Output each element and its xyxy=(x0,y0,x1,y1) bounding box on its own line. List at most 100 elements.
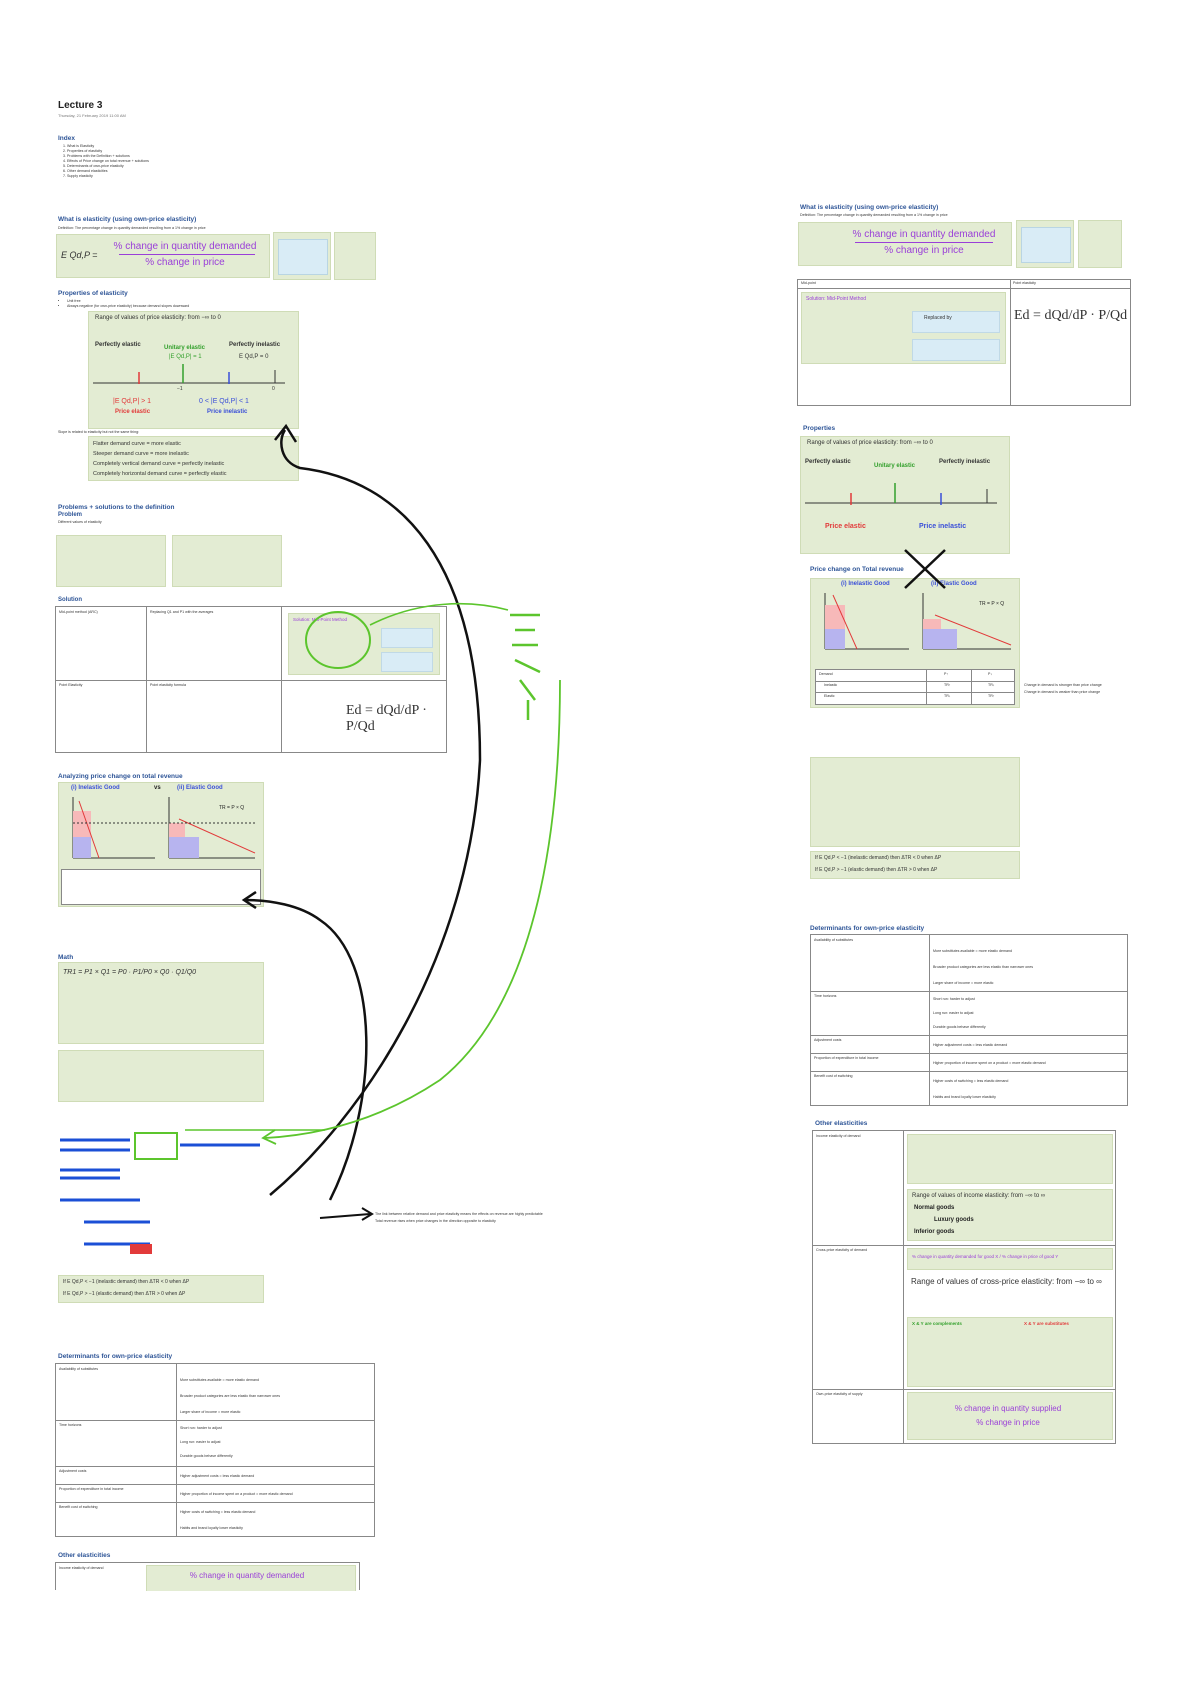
cross-formula: % change in quantity demanded for good X… xyxy=(912,1254,1059,1259)
rev-row-p: TR↑ xyxy=(944,683,951,687)
right-range-title: Range of values of price elasticity: fro… xyxy=(807,440,933,446)
problems-heading: Problems + solutions to the definition xyxy=(58,504,175,511)
right-det-note: Larger share of income = more elastic xyxy=(933,981,994,985)
right-det-note: Short run: harder to adjust xyxy=(933,997,975,1001)
right-det-factor: Proportion of expenditure in total incom… xyxy=(814,1056,879,1060)
luxury-goods: Luxury goods xyxy=(934,1217,974,1223)
rev-row-label: Inelastic xyxy=(824,683,838,687)
det-factor: Benefit cost of switching xyxy=(59,1505,98,1509)
cross-elasticity-label: Cross-price elasticity of demand xyxy=(816,1248,868,1252)
right-replaced-q xyxy=(912,311,1000,333)
right-sign-elastic: If E Qd,P > −1 (elastic demand) then ΔTR… xyxy=(815,867,938,873)
supply-elasticity-label: Own-price elasticity of supply xyxy=(816,1392,863,1396)
right-revenue-diagram: (i) Inelastic Good (ii) Elastic Good TR … xyxy=(810,578,1020,708)
fraction-inner xyxy=(278,239,328,275)
problem-desc: Different values of elasticity xyxy=(58,520,102,524)
right-sign-inelastic: If E Qd,P < −1 (inelastic demand) then Δ… xyxy=(815,855,942,861)
index-list: What is Elasticity Properties of elastic… xyxy=(58,144,258,179)
range-title: Range of values of price elasticity: fro… xyxy=(95,315,221,321)
solution-row1-desc: Replacing Q1 and P1 with the averages xyxy=(150,610,214,614)
formula-numerator: % change in quantity demanded xyxy=(113,241,257,252)
midpoint-title: Solution: Mid-Point Method xyxy=(293,617,348,622)
income-range-box: Range of values of income elasticity: fr… xyxy=(907,1189,1113,1241)
analyze-heading: Analyzing price change on total revenue xyxy=(58,773,183,780)
index-item[interactable]: Effects of Price change on total revenue… xyxy=(67,159,258,164)
right-what-definition: Definition: The percentage change in qua… xyxy=(800,213,948,217)
right-fraction-box xyxy=(1016,220,1074,268)
right-properties-heading: Properties xyxy=(803,425,836,432)
formula-derivative-box xyxy=(334,232,376,280)
property-item: Always negative (for own-price elasticit… xyxy=(67,304,358,309)
det-note: Durable goods behave differently xyxy=(180,1454,233,1458)
label-unitary-elastic: Unitary elastic xyxy=(164,345,206,351)
index-item[interactable]: Supply elasticity xyxy=(67,174,258,179)
right-formula-denominator: % change in price xyxy=(884,245,964,256)
right-replaced-p xyxy=(912,339,1000,361)
income-range-title: Range of values of income elasticity: fr… xyxy=(912,1193,1046,1199)
tick-neg-one: −1 xyxy=(177,386,183,392)
right-other-heading: Other elasticities xyxy=(815,1120,868,1127)
what-heading: What is elasticity (using own-price elas… xyxy=(58,216,197,223)
index-item[interactable]: Determinants of own-price elasticity xyxy=(67,164,258,169)
formula-fraction-box xyxy=(273,232,331,280)
normal-goods: Normal goods xyxy=(914,1205,955,1211)
formula-denominator: % change in price xyxy=(145,257,225,268)
tick-zero: 0 xyxy=(272,386,275,392)
problem-label: Problem xyxy=(58,512,83,518)
right-derivative-box xyxy=(1078,220,1122,268)
revenue-diagram: (i) Inelastic Good vs (ii) Elastic Good … xyxy=(58,782,264,907)
right-det-note: Higher costs of switching = less elastic… xyxy=(933,1079,1009,1083)
right-other-table: Income elasticity of demand Range of val… xyxy=(812,1130,1116,1444)
right-elastic-good: (ii) Elastic Good xyxy=(931,581,977,587)
math-box-1: TR1 = P1 × Q1 = P0 · P1/P0 × Q0 · Q1/Q0 xyxy=(58,962,264,1044)
formula-lhs: E Qd,P = xyxy=(61,250,98,260)
point-elasticity-formula: Ed = dQd/dP · P/Qd xyxy=(346,703,427,734)
label-price-inelastic: Price inelastic xyxy=(207,409,248,415)
index-item[interactable]: What is Elasticity xyxy=(67,144,258,149)
right-det-note: Habits and brand loyalty lower elasticit… xyxy=(933,1095,996,1099)
right-revenue-chart xyxy=(824,593,1012,650)
index-item[interactable]: Properties of elasticity xyxy=(67,149,258,154)
index-item[interactable]: Problems with the Definition + solutions xyxy=(67,154,258,159)
arrow-note-1: The link between relative demand and pri… xyxy=(375,1212,543,1216)
right-det-factor: Time horizons xyxy=(814,994,837,998)
slope-item: Completely horizontal demand curve = per… xyxy=(93,471,227,477)
right-side-note-1: Change in demand is stronger than price … xyxy=(1024,683,1102,687)
right-what-heading: What is elasticity (using own-price elas… xyxy=(800,204,939,211)
inferior-goods: Inferior goods xyxy=(914,1229,955,1235)
inelastic-equation: E Qd,P = 0 xyxy=(239,354,269,360)
right-det-note: Durable goods behave differently xyxy=(933,1025,986,1029)
right-tr-equation: TR = P × Q xyxy=(979,601,1005,607)
other-table: Income elasticity of demand % change in … xyxy=(55,1562,360,1591)
det-factor: Adjustment costs xyxy=(59,1469,87,1473)
right-math-box xyxy=(810,757,1020,847)
replaced-p-box xyxy=(381,652,433,672)
cross-range-box: X & Y are complements X & Y are substitu… xyxy=(907,1317,1113,1387)
det-note: More substitutes available = more elasti… xyxy=(180,1378,260,1382)
inelastic-range: 0 < |E Qd,P| < 1 xyxy=(199,398,249,405)
label-perfectly-elastic: Perfectly elastic xyxy=(95,342,141,348)
elastic-equation: |E Qd,P| > 1 xyxy=(113,398,152,405)
right-formula-numerator: % change in quantity demanded xyxy=(852,229,996,240)
unitary-equation: |E Qd,P| = 1 xyxy=(169,354,202,360)
math-box-2 xyxy=(58,1050,264,1102)
det-note: Higher proportion of income spent on a p… xyxy=(180,1492,293,1496)
vs-label: vs xyxy=(154,785,161,791)
solution-table: Mid-point method (ARC) Replacing Q1 and … xyxy=(55,606,447,753)
index-item[interactable]: Other demand elasticities xyxy=(67,169,258,174)
income-formula-num: % change in quantity demanded xyxy=(189,1571,305,1580)
right-det-factor: Adjustment costs xyxy=(814,1038,842,1042)
cross-formula-box: % change in quantity demanded for good X… xyxy=(907,1248,1113,1270)
right-det-note: Long run: easier to adjust xyxy=(933,1011,974,1015)
rev-row-p: TR↓ xyxy=(944,694,951,698)
slope-item: Completely vertical demand curve = perfe… xyxy=(93,461,225,467)
substitutes-label: X & Y are substitutes xyxy=(1024,1321,1069,1326)
income-formula-box xyxy=(907,1134,1113,1184)
right-sign-rule-box: If E Qd,P < −1 (inelastic demand) then Δ… xyxy=(810,851,1020,879)
det-factor: Availability of substitutes xyxy=(59,1367,99,1371)
supply-formula-box: % change in quantity supplied % change i… xyxy=(907,1392,1113,1440)
rev-row-p2: P↓ xyxy=(988,672,993,676)
det-note: Larger share of income = more elastic xyxy=(180,1410,241,1414)
income-formula-box: % change in quantity demanded xyxy=(146,1565,356,1591)
midpoint-box: Solution: Mid-Point Method xyxy=(288,613,440,675)
